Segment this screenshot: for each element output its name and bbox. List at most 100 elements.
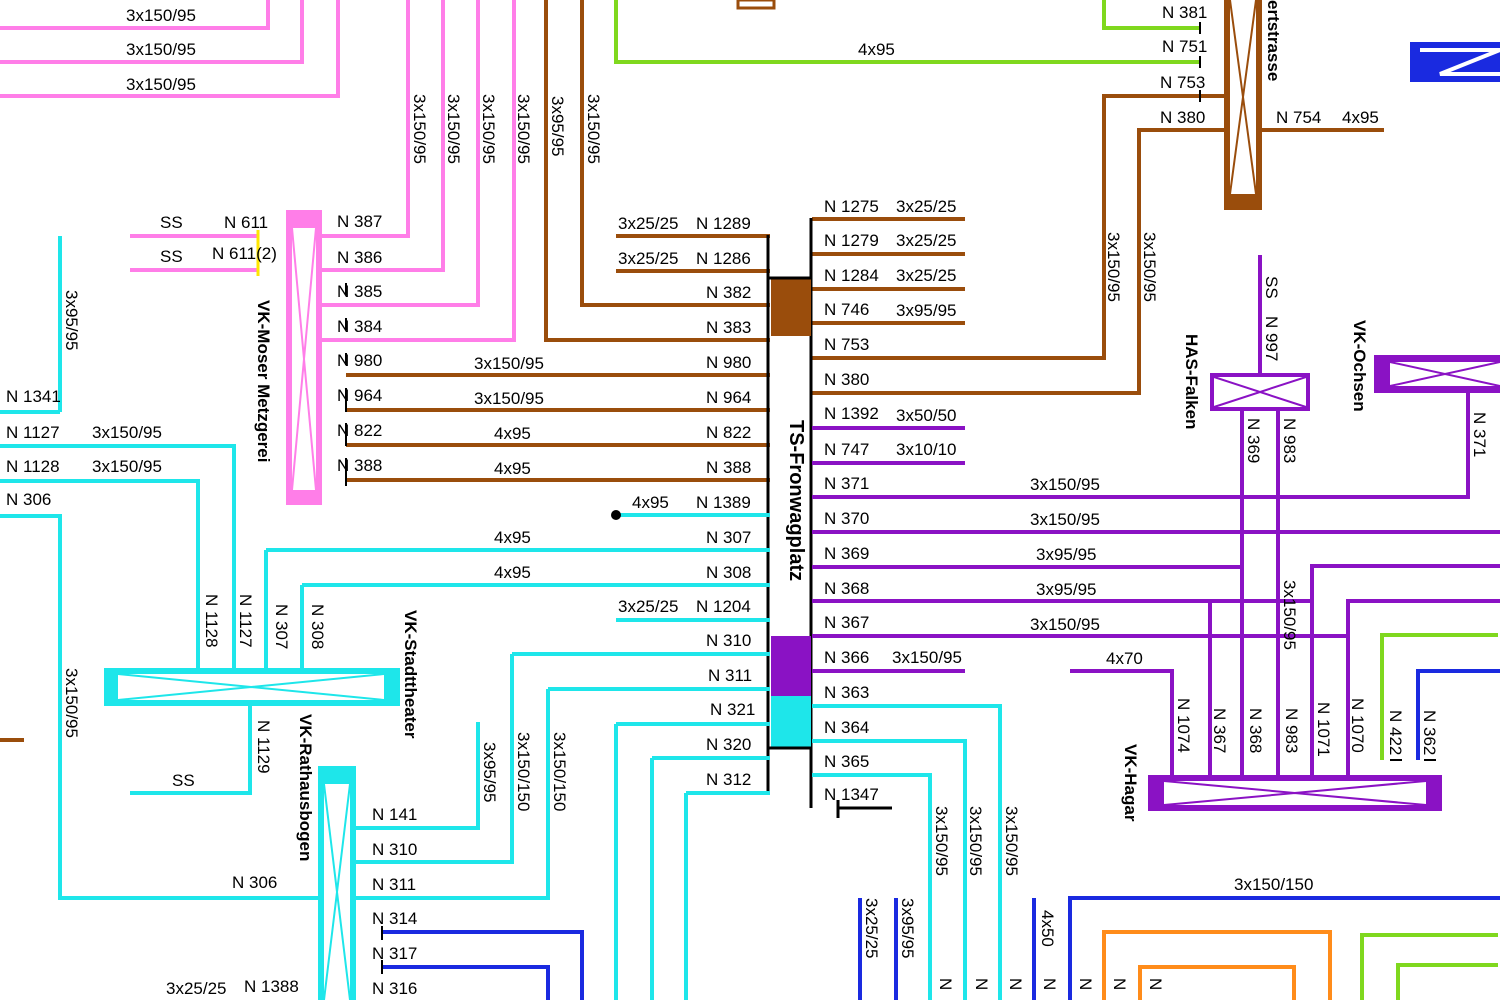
rathausbogen-label: VK-Rathausbogen (296, 714, 315, 861)
node-label: N 317 (372, 944, 417, 963)
node-label: N 1389 (696, 493, 751, 512)
node-label: N 1070 (1348, 698, 1367, 753)
node-label: N 1127 (236, 594, 255, 648)
pink-lines (0, 0, 516, 342)
cable-label: 3x25/25 (618, 249, 679, 268)
cable-label: 3x150/95 (126, 6, 196, 25)
node-label: N 1127 (6, 423, 60, 442)
stadttheater-label: VK-Stadttheater (401, 610, 420, 739)
moser-substation (256, 210, 322, 505)
node-label: N 387 (337, 212, 382, 231)
cable-label: 3x95/95 (62, 290, 81, 351)
ss-label: SS (160, 247, 183, 266)
cable-label: 3x150/95 (892, 648, 962, 667)
hagar-substation (1148, 775, 1442, 811)
node-label: N (972, 978, 991, 990)
node-label: N 964 (337, 386, 382, 405)
cable-label: 3x150/95 (966, 806, 985, 876)
cable-label: 4x50 (1038, 910, 1057, 947)
ss-label: SS (160, 213, 183, 232)
cable-label: 3x95/95 (548, 96, 567, 157)
node-label: N 1388 (244, 977, 299, 996)
cable-label: 4x70 (1106, 649, 1143, 668)
cable-label: 4x95 (494, 424, 531, 443)
node-label: N 308 (706, 563, 751, 582)
blue-lines (382, 669, 1500, 1000)
node-label: N 381 (1162, 3, 1207, 22)
cable-label: 3x150/95 (1030, 475, 1100, 494)
hagar-label: VK-Hagar (1121, 744, 1140, 822)
cable-label: 3x150/95 (1280, 580, 1299, 650)
brown-lines (0, 0, 1384, 742)
rathausbogen-substation (318, 766, 356, 1000)
node-label: N 368 (1246, 708, 1265, 753)
node-label: N 983 (1280, 418, 1299, 463)
small-ticks (381, 22, 1436, 974)
node-label: N (1110, 978, 1129, 990)
cable-label: 3x150/95 (1030, 615, 1100, 634)
node-label: N 365 (824, 752, 869, 771)
node-label: N 611 (224, 213, 268, 232)
cable-label: 3x150/95 (92, 423, 162, 442)
node-label: N 368 (824, 579, 869, 598)
node-label: N 321 (710, 700, 755, 719)
node-label: N 822 (337, 421, 382, 440)
blue-top-right-shape (1410, 42, 1500, 82)
node-label: N 383 (706, 318, 751, 337)
cable-label: 3x10/10 (896, 440, 957, 459)
cable-label: 3x150/95 (474, 354, 544, 373)
node-label: N 314 (372, 909, 417, 928)
node-label: N 364 (824, 718, 869, 737)
cable-label: 3x150/95 (62, 668, 81, 738)
node-label: N 1392 (824, 404, 879, 423)
substation-labels: VK-Moser Metzgerei VK-Stadttheater VK-Ra… (254, 0, 1369, 861)
cable-label: 3x25/25 (896, 231, 957, 250)
node-label: N 380 (824, 370, 869, 389)
node-label: N 1286 (696, 249, 751, 268)
cable-label: 3x150/95 (1030, 510, 1100, 529)
cable-label: 3x150/95 (444, 94, 463, 164)
station-name: TS-Fronwagplatz (785, 420, 807, 581)
node-label: N 312 (706, 770, 751, 789)
cable-label: 4x95 (1342, 108, 1379, 127)
top-brown-box (736, 0, 776, 10)
node-label: N (1040, 978, 1059, 990)
cable-label: 3x150/95 (1002, 806, 1021, 876)
cable-label: 3x25/25 (896, 197, 957, 216)
node-label: N 388 (337, 456, 382, 475)
node-label: N 1275 (824, 197, 879, 216)
ochsen-substation (1374, 355, 1500, 393)
node-label: N 316 (372, 979, 417, 998)
node-label: N 306 (6, 490, 51, 509)
cable-label: 3x150/95 (1104, 232, 1123, 302)
node-label: N 371 (1470, 412, 1489, 457)
node-label: N 1289 (696, 214, 751, 233)
ss-label: SS (1262, 276, 1281, 299)
node-label: N 422 (1386, 710, 1405, 755)
node-label: N (1006, 978, 1025, 990)
cable-label: 4x95 (858, 40, 895, 59)
cable-label: 4x95 (494, 563, 531, 582)
node-label: N 311 (372, 875, 416, 894)
node-label: N 370 (824, 509, 869, 528)
node-label: N 386 (337, 248, 382, 267)
node-label: N 388 (706, 458, 751, 477)
node-label: N 753 (1160, 73, 1205, 92)
street-label: ertstrasse (1264, 0, 1283, 81)
cable-label: 3x25/25 (618, 597, 679, 616)
cable-label: 3x150/95 (932, 806, 951, 876)
node-label: N 320 (706, 735, 751, 754)
cable-label: 3x95/95 (480, 742, 499, 803)
node-label: N 363 (824, 683, 869, 702)
falken-label: HAS-Falken (1182, 334, 1201, 429)
stadttheater-substation (104, 668, 400, 706)
cable-label: 4x95 (632, 493, 669, 512)
cable-label: 3x150/150 (514, 732, 533, 811)
purple-lines (812, 255, 1500, 780)
cable-label: 3x25/25 (166, 979, 227, 998)
node-label: N 371 (824, 474, 869, 493)
cable-label: 3x150/150 (550, 732, 569, 811)
cable-label: 3x25/25 (618, 214, 679, 233)
node-label: N 367 (824, 613, 869, 632)
